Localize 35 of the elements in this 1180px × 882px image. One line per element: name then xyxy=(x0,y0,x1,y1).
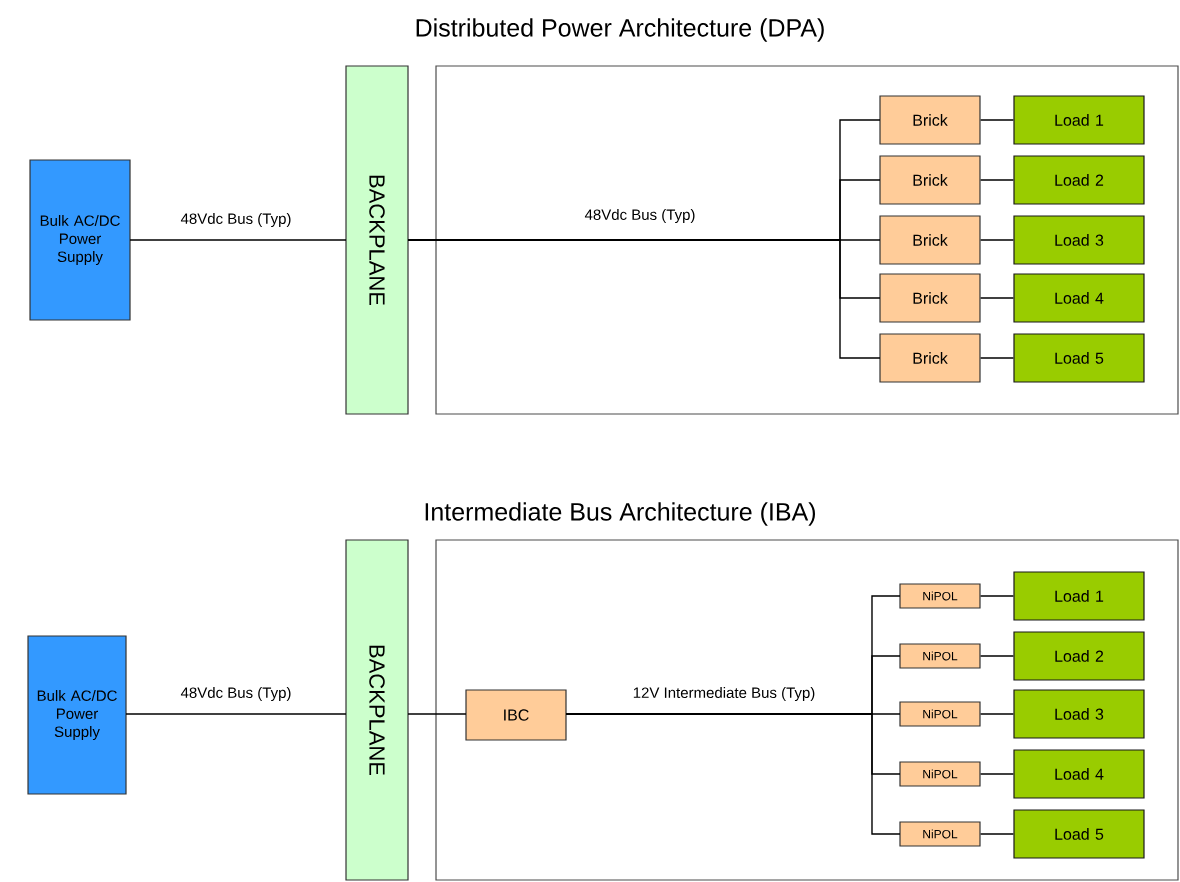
connector-line xyxy=(979,655,1015,657)
load-box: Load 4 xyxy=(1013,749,1145,799)
load-box: Load 1 xyxy=(1013,571,1145,621)
connector-line xyxy=(565,713,901,835)
load-box: Load 1 xyxy=(1013,95,1145,145)
load-box: Load 5 xyxy=(1013,333,1145,383)
section-title: Distributed Power Architecture (DPA) xyxy=(416,18,824,42)
converter-box: Brick xyxy=(879,215,981,265)
converter-box: IBC xyxy=(465,689,567,741)
connector-line xyxy=(125,713,347,715)
converter-box: Brick xyxy=(879,273,981,323)
backplane-band: BACKPLANE xyxy=(345,65,409,415)
load-box: Load 3 xyxy=(1013,215,1145,265)
converter-box: Brick xyxy=(879,333,981,383)
connector-line xyxy=(979,595,1015,597)
connector-line xyxy=(979,297,1015,299)
connector-line xyxy=(979,357,1015,359)
section-title: Intermediate Bus Architecture (IBA) xyxy=(425,502,815,526)
connector-line xyxy=(979,713,1015,715)
connector-line xyxy=(407,239,881,359)
connector-line xyxy=(129,239,347,241)
connector-line xyxy=(979,239,1015,241)
connector-line xyxy=(407,713,467,715)
load-box: Load 2 xyxy=(1013,631,1145,681)
load-box: Load 2 xyxy=(1013,155,1145,205)
load-box: Load 4 xyxy=(1013,273,1145,323)
connector-line xyxy=(979,773,1015,775)
converter-box: Brick xyxy=(879,155,981,205)
connector-line xyxy=(979,119,1015,121)
converter-box: Brick xyxy=(879,95,981,145)
backplane-band: BACKPLANE xyxy=(345,539,409,881)
connector-line xyxy=(979,833,1015,835)
load-box: Load 5 xyxy=(1013,809,1145,859)
connector-line xyxy=(979,179,1015,181)
load-box: Load 3 xyxy=(1013,689,1145,739)
